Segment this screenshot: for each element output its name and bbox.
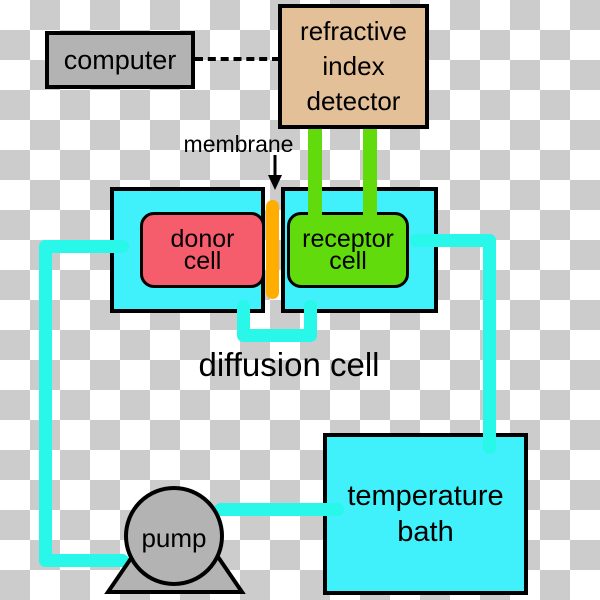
pump-to-bath-tube	[214, 503, 344, 516]
temperature-bath-box: temperature bath	[323, 433, 528, 595]
coolant-tube-left-top	[39, 240, 129, 253]
detector-tube-left	[308, 129, 322, 232]
membrane-bar	[266, 200, 279, 299]
coolant-tube-left-bottom	[39, 554, 129, 567]
coolant-tube-right-vertical	[483, 234, 496, 454]
membrane-label: membrane	[183, 131, 294, 157]
u-tube-bottom	[237, 329, 317, 342]
pump-body-circle	[124, 486, 224, 586]
donor-cell-box: donor cell	[140, 212, 265, 288]
donor-cell-label: donor cell	[170, 225, 235, 275]
pump-label: pump	[141, 523, 207, 553]
computer-box: computer	[45, 31, 195, 89]
receptor-cell-box: receptor cell	[287, 212, 409, 288]
coolant-tube-right-horizontal	[410, 234, 496, 247]
temperature-bath-label: temperature bath	[347, 480, 504, 548]
detector-tube-right	[363, 129, 377, 232]
coolant-tube-left-vertical	[39, 240, 52, 567]
receptor-cell-label: receptor cell	[302, 225, 394, 275]
refractive-index-detector-box: refractive index detector	[278, 4, 429, 129]
computer-label: computer	[63, 44, 177, 75]
pump-icon	[104, 486, 246, 594]
diffusion-cell-label: diffusion cell	[198, 346, 380, 383]
detector-label: refractive index detector	[300, 16, 407, 116]
computer-detector-dashed-line	[195, 57, 280, 61]
membrane-arrow-icon	[268, 155, 282, 190]
